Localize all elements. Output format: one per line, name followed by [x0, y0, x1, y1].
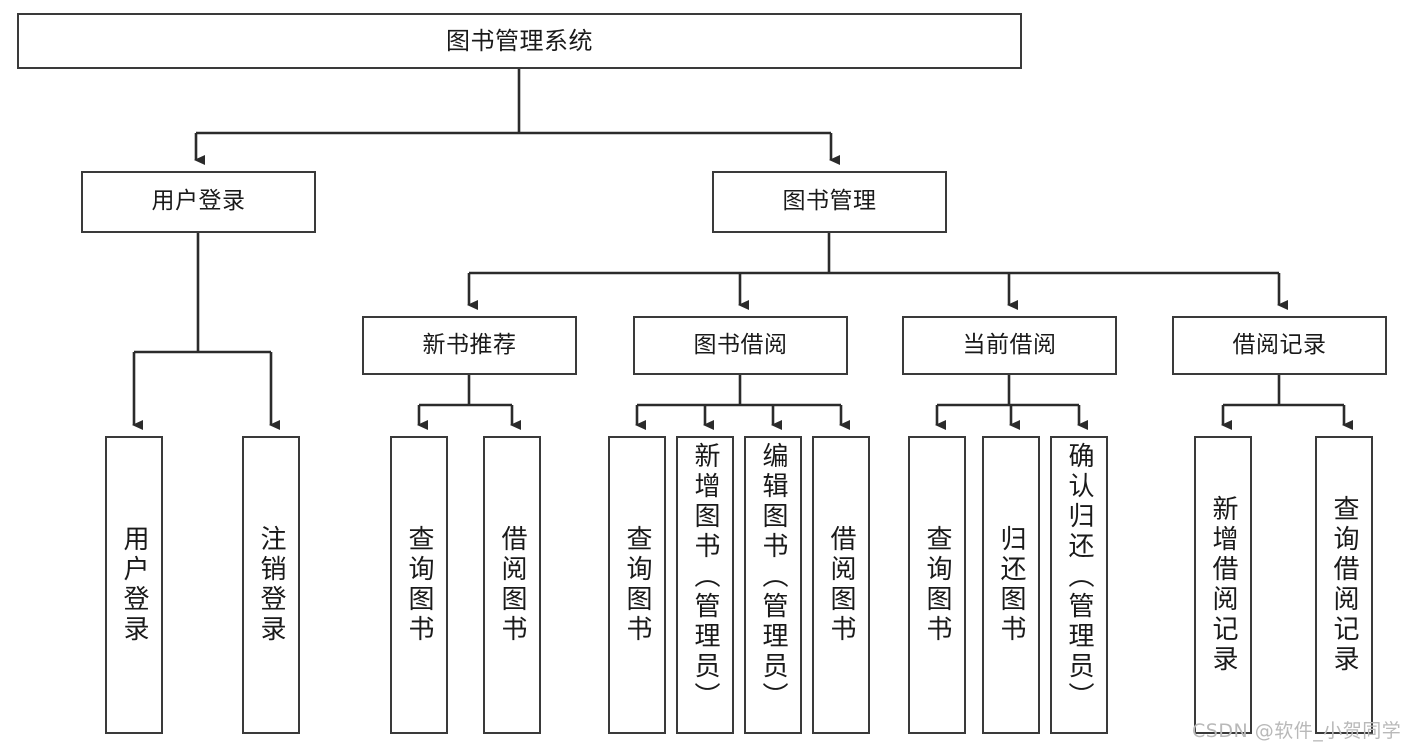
leaf-borrow-book-1[interactable]: 借阅图书: [483, 436, 541, 734]
leaf-user-logout[interactable]: 注销登录: [242, 436, 300, 734]
node-new-book-recommend[interactable]: 新书推荐: [362, 316, 577, 375]
node-label: 图书借阅: [693, 331, 788, 358]
node-label: 借阅记录: [1232, 331, 1327, 358]
node-label: 新增图书（管理员）: [690, 442, 720, 712]
leaf-add-book[interactable]: 新增图书（管理员）: [676, 436, 734, 734]
node-label: 归还图书: [996, 525, 1026, 645]
leaf-query-book-1[interactable]: 查询图书: [390, 436, 448, 734]
node-label: 查询图书: [622, 525, 652, 645]
node-label: 注销登录: [256, 525, 286, 645]
node-user-login[interactable]: 用户登录: [81, 171, 316, 233]
node-label: 编辑图书（管理员）: [758, 442, 788, 712]
leaf-query-record[interactable]: 查询借阅记录: [1315, 436, 1373, 734]
node-root[interactable]: 图书管理系统: [17, 13, 1022, 69]
node-book-manage[interactable]: 图书管理: [712, 171, 947, 233]
leaf-user-login[interactable]: 用户登录: [105, 436, 163, 734]
node-label: 图书管理系统: [446, 26, 593, 55]
leaf-query-book-3[interactable]: 查询图书: [908, 436, 966, 734]
leaf-confirm-return[interactable]: 确认归还（管理员）: [1050, 436, 1108, 734]
node-label: 借阅图书: [826, 525, 856, 645]
leaf-return-book[interactable]: 归还图书: [982, 436, 1040, 734]
node-borrow-record[interactable]: 借阅记录: [1172, 316, 1387, 375]
node-label: 新增借阅记录: [1208, 495, 1238, 675]
leaf-add-record[interactable]: 新增借阅记录: [1194, 436, 1252, 734]
leaf-query-book-2[interactable]: 查询图书: [608, 436, 666, 734]
leaf-edit-book[interactable]: 编辑图书（管理员）: [744, 436, 802, 734]
node-label: 用户登录: [151, 188, 246, 215]
csdn-watermark: CSDN @软件_小贺同学: [1192, 720, 1402, 742]
node-label: 查询图书: [922, 525, 952, 645]
node-book-borrow[interactable]: 图书借阅: [633, 316, 848, 375]
node-label: 查询借阅记录: [1329, 495, 1359, 675]
node-label: 借阅图书: [497, 525, 527, 645]
node-label: 当前借阅: [962, 331, 1057, 358]
leaf-borrow-book-2[interactable]: 借阅图书: [812, 436, 870, 734]
node-label: 确认归还（管理员）: [1064, 442, 1094, 712]
node-label: 新书推荐: [422, 331, 517, 358]
node-label: 用户登录: [119, 525, 149, 645]
node-label: 图书管理: [782, 188, 877, 215]
node-current-borrow[interactable]: 当前借阅: [902, 316, 1117, 375]
node-label: 查询图书: [404, 525, 434, 645]
